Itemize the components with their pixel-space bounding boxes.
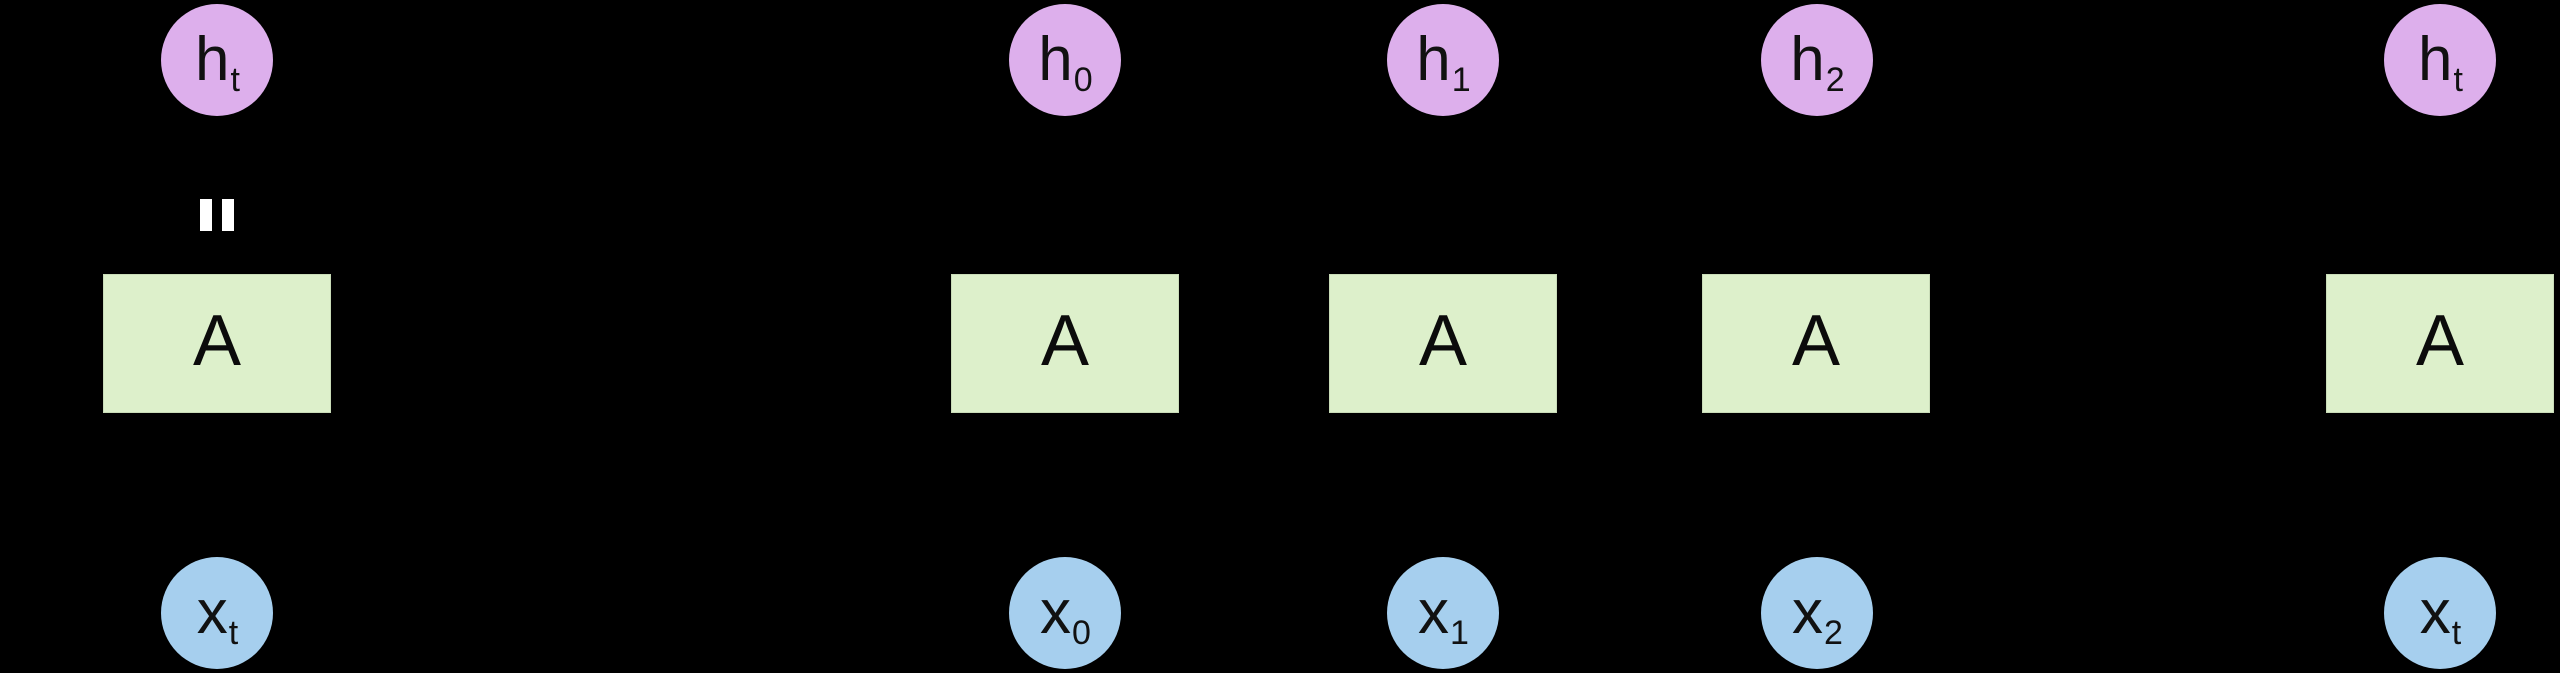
unrolled-input-node-x1: x1 bbox=[1387, 557, 1499, 669]
folded-input-node-xt: xt bbox=[161, 557, 273, 669]
equals-icon bbox=[200, 199, 234, 231]
folded-equals-to-cell-edge bbox=[215, 231, 219, 275]
unrolled-cell-to-state-edge-2 bbox=[1815, 116, 1819, 274]
unrolled-input-to-cell-edge-t bbox=[2438, 413, 2442, 558]
unrolled-cell-to-state-edge-0 bbox=[1063, 116, 1067, 274]
folded-state-node-ht: ht bbox=[161, 4, 273, 116]
unrolled-cell-label-1: A bbox=[1418, 300, 1468, 381]
unrolled-input-node-x0: x0 bbox=[1009, 557, 1121, 669]
unrolled-cell-box-2: A bbox=[1702, 274, 1930, 413]
unrolled-state-label-0: h0 bbox=[1038, 25, 1093, 99]
unrolled-input-to-cell-edge-0 bbox=[1063, 413, 1067, 558]
unrolled-cell-label-t: A bbox=[2415, 300, 2465, 381]
unrolled-state-node-ht: ht bbox=[2384, 4, 2496, 116]
unrolled-state-node-h2: h2 bbox=[1761, 4, 1873, 116]
unrolled-input-to-cell-edge-1 bbox=[1441, 413, 1445, 558]
folded-input-to-cell-edge bbox=[215, 413, 219, 558]
unrolled-cell-label-2: A bbox=[1791, 300, 1841, 381]
folded-input-label: xt bbox=[196, 578, 239, 652]
unrolled-input-label-1: x1 bbox=[1418, 578, 1469, 652]
unrolled-input-label-2: x2 bbox=[1792, 578, 1843, 652]
folded-state-label: ht bbox=[195, 25, 240, 99]
unrolled-cell-box-0: A bbox=[951, 274, 1179, 413]
unrolled-state-label-t: ht bbox=[2418, 25, 2463, 99]
unrolled-input-label-t: xt bbox=[2419, 578, 2462, 652]
unrolled-cell-to-state-edge-t bbox=[2438, 116, 2442, 274]
unrolled-cell-box-t: A bbox=[2326, 274, 2554, 413]
unrolled-state-label-1: h1 bbox=[1416, 25, 1471, 99]
unrolled-recurrent-edge-2-to-t bbox=[1930, 342, 2326, 346]
unrolled-cell-to-state-edge-1 bbox=[1441, 116, 1445, 274]
folded-cell-box: A bbox=[103, 274, 331, 413]
unrolled-input-node-x2: x2 bbox=[1761, 557, 1873, 669]
equals-bar-right bbox=[222, 199, 234, 231]
equals-bar-left bbox=[200, 199, 212, 231]
folded-state-to-equals-edge bbox=[215, 116, 219, 200]
folded-cell-label: A bbox=[192, 300, 242, 381]
unrolled-cell-label-0: A bbox=[1040, 300, 1090, 381]
unrolled-state-node-h0: h0 bbox=[1009, 4, 1121, 116]
unrolled-cell-box-1: A bbox=[1329, 274, 1557, 413]
unrolled-state-node-h1: h1 bbox=[1387, 4, 1499, 116]
unrolled-recurrent-edge-1-to-2 bbox=[1557, 342, 1702, 346]
unrolled-input-node-xt: xt bbox=[2384, 557, 2496, 669]
unrolled-input-label-0: x0 bbox=[1040, 578, 1091, 652]
unrolled-input-to-cell-edge-2 bbox=[1815, 413, 1819, 558]
unrolled-recurrent-edge-0-to-1 bbox=[1179, 342, 1326, 346]
unrolled-state-label-2: h2 bbox=[1790, 25, 1845, 99]
